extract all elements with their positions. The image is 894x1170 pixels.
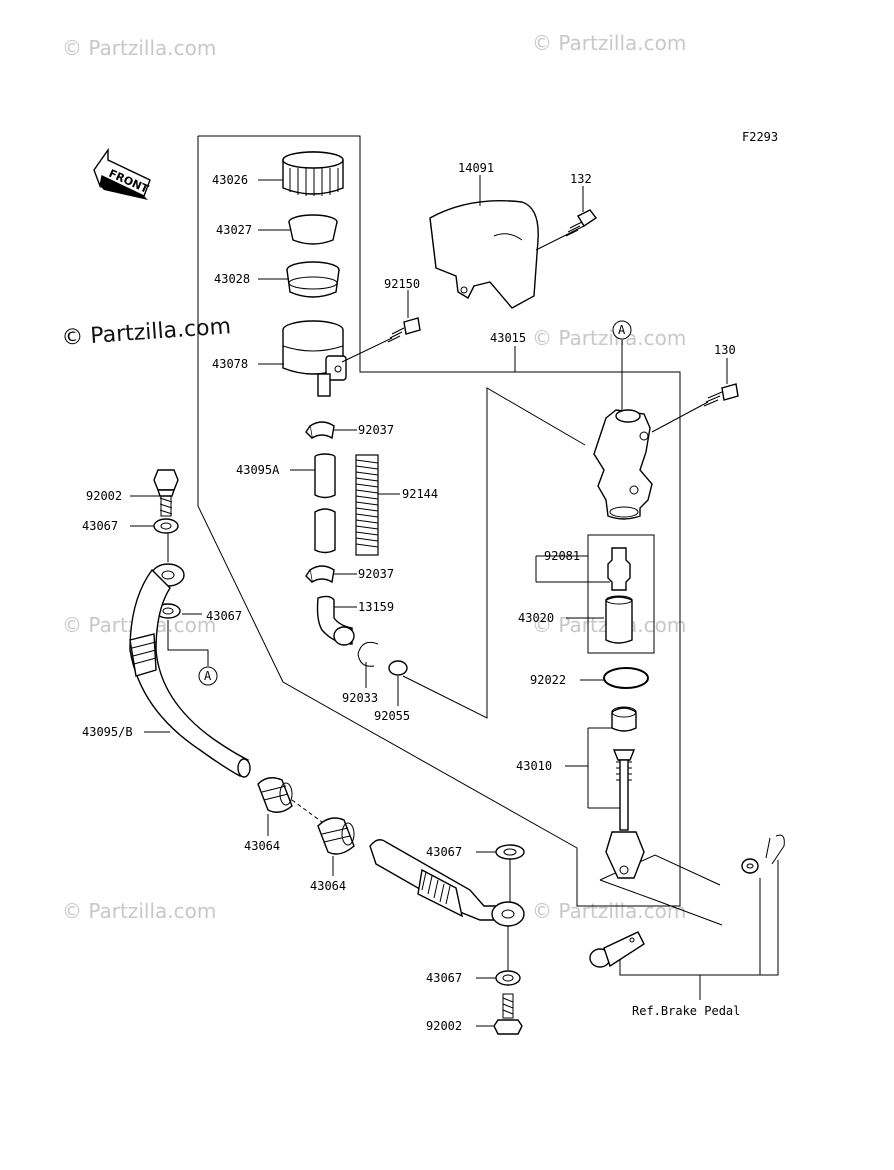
brake-hose-upper	[129, 568, 251, 778]
part-label: 92081	[544, 549, 580, 563]
washer-pin	[741, 858, 759, 874]
bolt-132	[535, 209, 598, 251]
part-label: 43095/B	[82, 725, 133, 739]
part-label: 132	[570, 172, 592, 186]
circlip-92022	[603, 667, 649, 689]
part-label: 130	[714, 343, 736, 357]
part-label: 43028	[214, 272, 250, 286]
reservoir-hose	[314, 453, 336, 554]
part-label: 43027	[216, 223, 252, 237]
reservoir-cap	[282, 151, 344, 196]
callout-letter: A	[618, 323, 626, 337]
front-arrow-icon: FRONT	[93, 147, 151, 200]
diaphragm-plate	[288, 214, 338, 245]
grommet-2	[317, 817, 355, 855]
watermark: © Partzilla.com	[532, 899, 686, 923]
part-label: 43064	[310, 879, 346, 893]
part-label: 92144	[402, 487, 438, 501]
part-label: 92002	[86, 489, 122, 503]
washer-lower-1	[495, 844, 525, 860]
banjo-fitting-lower	[491, 901, 525, 927]
part-label: 43095A	[236, 463, 280, 477]
callout-a-upper: A	[612, 320, 632, 340]
diaphragm	[286, 261, 340, 298]
watermark: © Partzilla.com	[62, 36, 216, 60]
part-label: 92033	[342, 691, 378, 705]
reservoir-tank	[282, 320, 347, 397]
leader-lines	[130, 175, 728, 1027]
figure-code: F2293	[742, 130, 778, 144]
watermark: © Partzilla.com	[62, 899, 216, 923]
snap-ring-small	[357, 641, 379, 667]
hose-spring	[355, 454, 379, 556]
part-label: 43067	[426, 971, 462, 985]
push-rod-assembly	[587, 706, 645, 879]
grommet-1	[257, 777, 293, 813]
part-label: 92022	[530, 673, 566, 687]
part-labels: 43026 43027 43028 43078 92037 43095A 921…	[82, 161, 740, 1033]
cotter-pin	[765, 834, 785, 865]
master-cylinder-body	[593, 409, 653, 520]
watermark: © Partzilla.com	[61, 314, 232, 351]
part-label: 43064	[244, 839, 280, 853]
part-label: 43067	[82, 519, 118, 533]
piston-assembly-box	[587, 534, 655, 654]
bolt-92150	[341, 317, 421, 363]
master-cylinder-cover	[429, 200, 539, 309]
reference-note: Ref.Brake Pedal	[632, 1004, 740, 1018]
part-label: 13159	[358, 600, 394, 614]
bolt-130	[651, 383, 739, 433]
callout-a-lower: A	[198, 666, 218, 686]
part-label: 43078	[212, 357, 248, 371]
part-label: 92037	[358, 567, 394, 581]
part-label: 43020	[518, 611, 554, 625]
banjo-bolt-lower	[493, 993, 523, 1035]
part-label: 43015	[490, 331, 526, 345]
hose-elbow-fitting	[316, 595, 355, 646]
watermark: © Partzilla.com	[532, 326, 686, 350]
part-label: 43026	[212, 173, 248, 187]
hose-clamp-upper	[305, 421, 335, 440]
washer-lower-2	[495, 970, 521, 986]
part-label: 43067	[426, 845, 462, 859]
part-label: 43067	[206, 609, 242, 623]
part-label: 14091	[458, 161, 494, 175]
part-label: 92055	[374, 709, 410, 723]
clevis-pin	[589, 931, 645, 968]
banjo-bolt-upper	[153, 469, 179, 517]
o-ring	[388, 660, 408, 676]
brake-hose-lower	[369, 839, 505, 921]
washer-upper-1	[153, 518, 179, 534]
callout-letter: A	[204, 669, 212, 683]
part-label: 43010	[516, 759, 552, 773]
ref-brake-pedal-lines	[619, 860, 779, 1000]
hose-clamp-lower	[305, 565, 335, 584]
part-label: 92002	[426, 1019, 462, 1033]
part-label: 92150	[384, 277, 420, 291]
watermark: © Partzilla.com	[532, 31, 686, 55]
part-label: 92037	[358, 423, 394, 437]
